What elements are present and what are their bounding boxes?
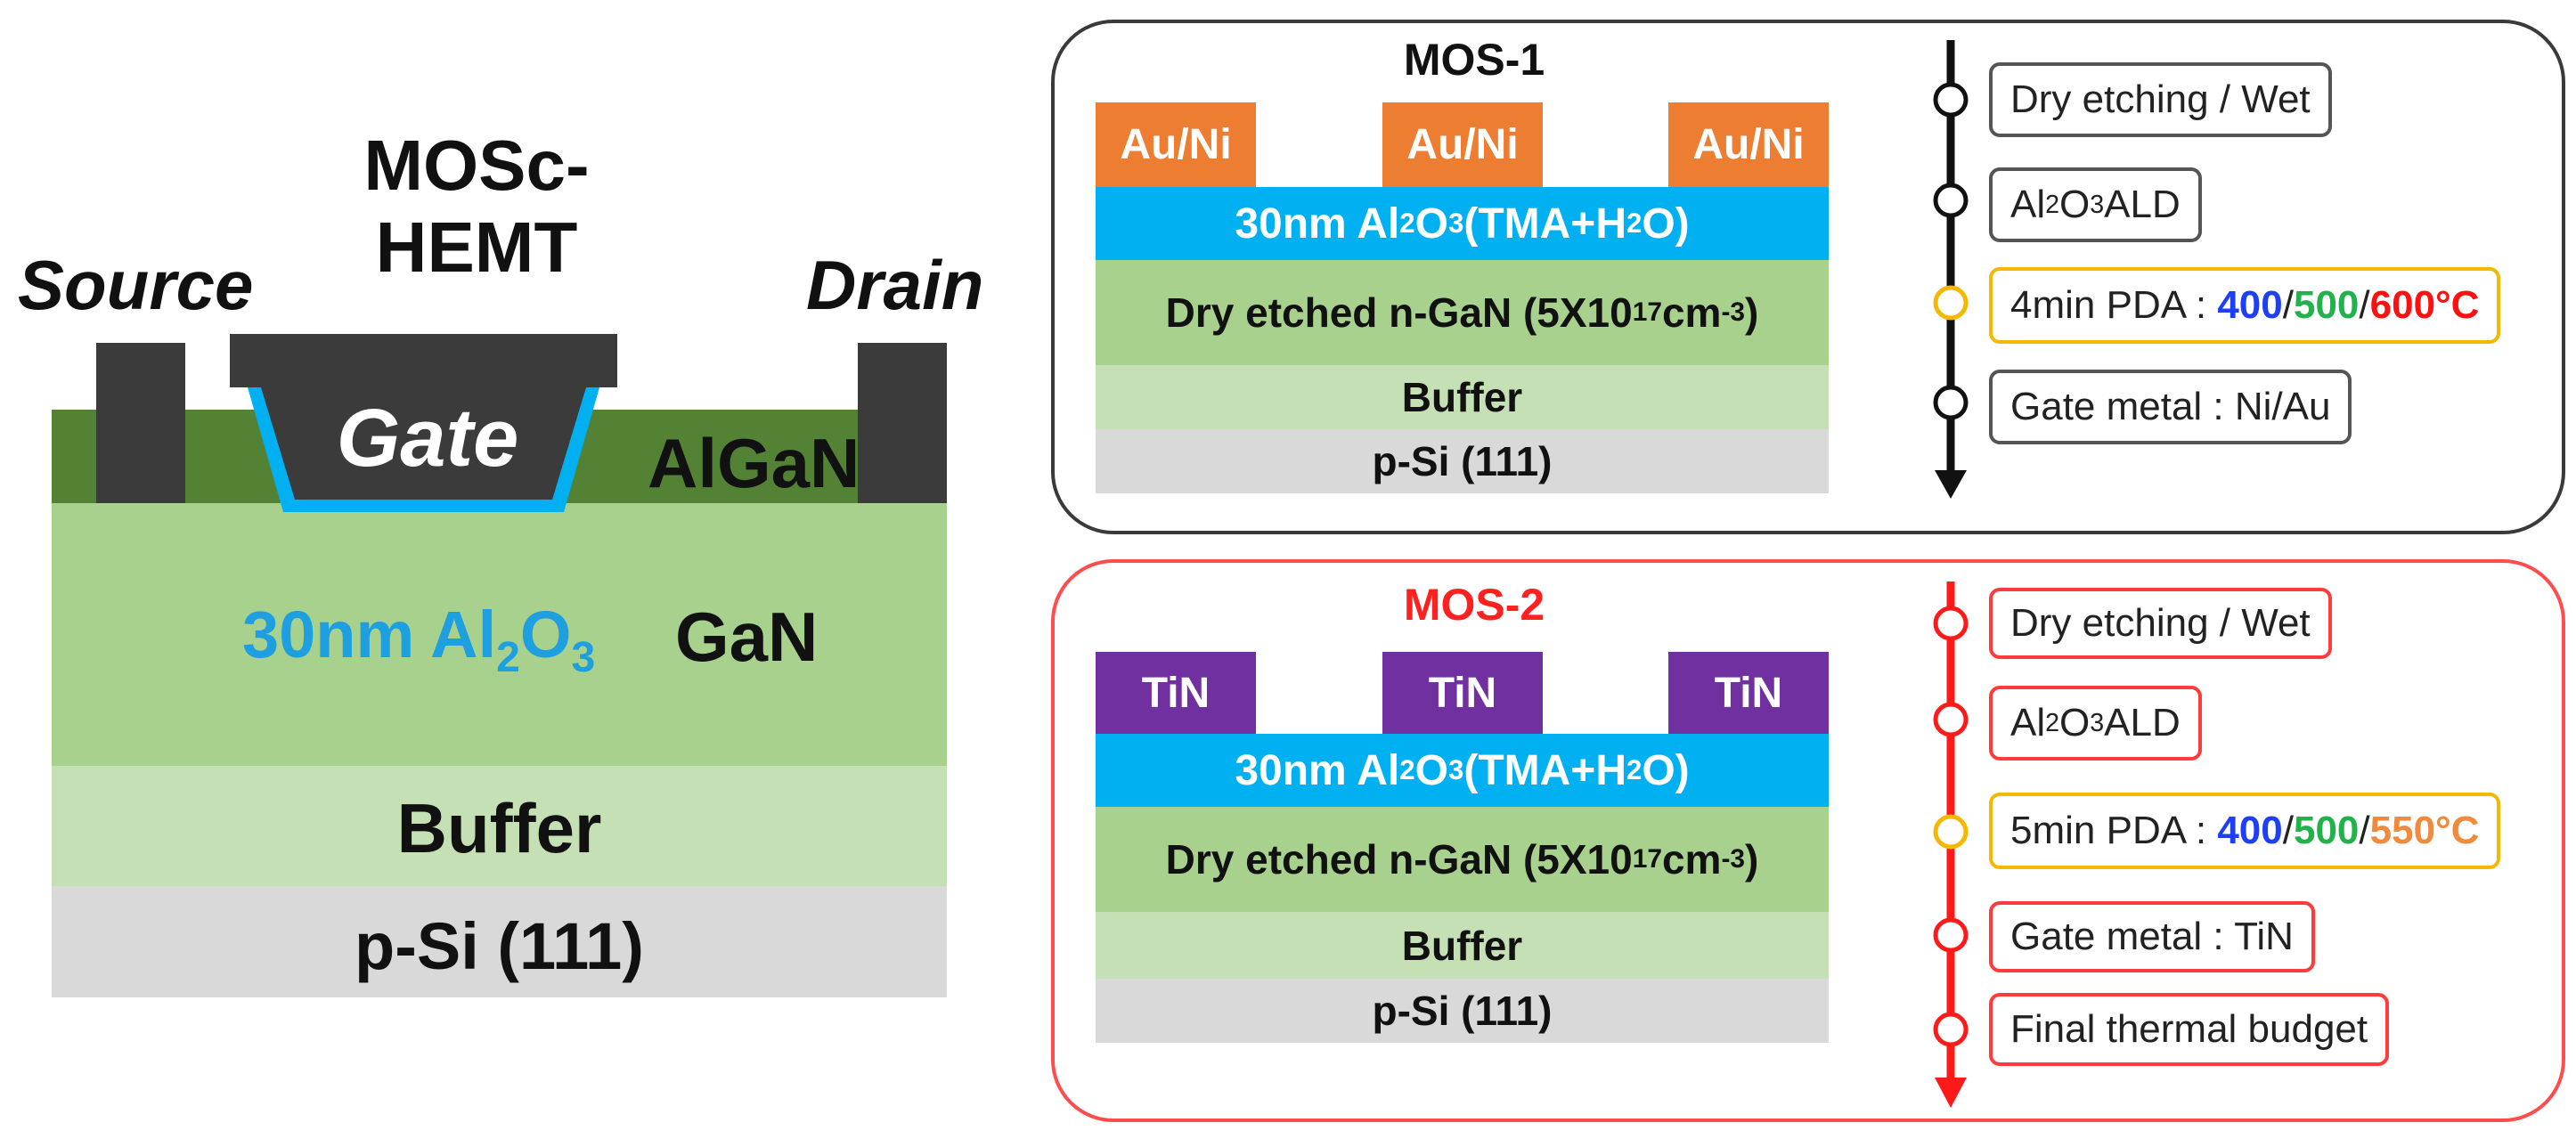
gate-recess: [230, 334, 617, 512]
mos2-process-timeline: [1933, 582, 1969, 1108]
mos1-metal-pad-left: Au/Ni: [1096, 102, 1256, 187]
mos2-step4-marker: [1933, 917, 1969, 953]
mos1-substrate-layer: p-Si (111): [1096, 429, 1829, 493]
mos1-step3-marker: [1933, 285, 1969, 321]
drain-contact: [858, 343, 947, 503]
algan-label: AlGaN: [648, 424, 860, 502]
gan-label: GaN: [675, 598, 819, 676]
mos1-step-gate-metal: Gate metal : Ni/Au: [1989, 370, 2352, 444]
source-contact: [96, 343, 185, 503]
gate-metal: [230, 334, 617, 500]
mos2-title: MOS-2: [1403, 580, 1545, 630]
drain-label: Drain: [806, 246, 984, 324]
buffer-layer: [52, 766, 947, 886]
mos1-metal-pad-right: Au/Ni: [1668, 102, 1829, 187]
gan-layer: [52, 503, 947, 766]
mos2-step-pda: 5min PDA : 400/500/550°C: [1989, 793, 2501, 869]
mos2-step-final-thermal-budget: Final thermal budget: [1989, 993, 2390, 1066]
mos2-substrate-layer: p-Si (111): [1096, 979, 1829, 1043]
substrate-label: p-Si (111): [355, 909, 644, 983]
mos2-metal-pad-right: TiN: [1668, 652, 1829, 734]
oxide-thickness-label: 30nm Al2O3: [242, 598, 596, 681]
mos1-metal-pad-center: Au/Ni: [1382, 102, 1543, 187]
mos2-step-dry-etching: Dry etching / Wet: [1989, 588, 2332, 659]
hemt-title: MOSc-HEMT: [363, 126, 590, 287]
mos2-step2-marker: [1933, 702, 1969, 737]
mos1-buffer-layer: Buffer: [1096, 365, 1829, 429]
mos2-buffer-layer: Buffer: [1096, 912, 1829, 979]
psi-substrate-layer: [52, 886, 947, 997]
mos1-step-pda: 4min PDA : 400/500/600°C: [1989, 267, 2501, 344]
mos2-timeline-arrowhead: [1935, 1078, 1967, 1108]
mos1-step1-marker: [1933, 82, 1969, 118]
mos2-metal-pad-left: TiN: [1096, 652, 1256, 734]
buffer-label: Buffer: [396, 789, 602, 867]
mos2-step5-marker: [1933, 1012, 1969, 1047]
mos2-step-gate-metal: Gate metal : TiN: [1989, 901, 2315, 972]
mos2-step3-marker: [1933, 814, 1969, 850]
mos1-step-dry-etching: Dry etching / Wet: [1989, 62, 2332, 137]
gate-label: Gate: [336, 393, 519, 484]
mos1-process-timeline: [1933, 40, 1969, 499]
mos1-step2-marker: [1933, 183, 1969, 218]
mos2-panel: [1051, 559, 2565, 1122]
mos1-timeline-arrowhead: [1935, 470, 1967, 499]
mos2-metal-pad-center: TiN: [1382, 652, 1543, 734]
mos1-panel: [1051, 20, 2565, 534]
mos2-step1-marker: [1933, 606, 1969, 641]
mos1-step4-marker: [1933, 385, 1969, 420]
source-label: Source: [18, 246, 254, 324]
mos1-title: MOS-1: [1403, 35, 1545, 85]
